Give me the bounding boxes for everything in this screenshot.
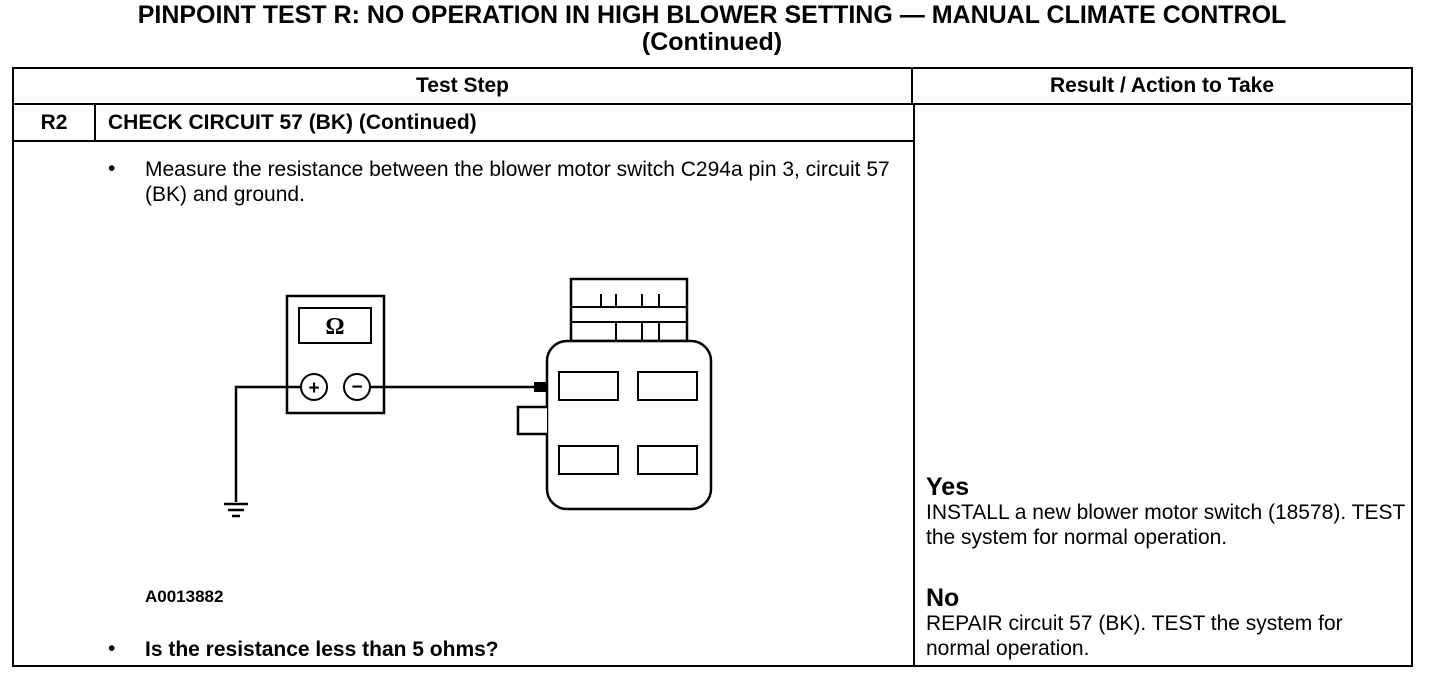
test-question: Is the resistance less than 5 ohms? (145, 638, 499, 661)
column-divider (913, 105, 915, 665)
header-result-action: Result / Action to Take (1049, 74, 1275, 97)
result-no-action: REPAIR circuit 57 (BK). TEST the system … (926, 612, 1343, 660)
result-yes-label: Yes (926, 473, 970, 501)
bullet-marker: • (108, 637, 116, 660)
header-test-step: Test Step (14, 69, 913, 103)
probe-tip (534, 382, 552, 392)
result-no: No REPAIR circuit 57 (BK). TEST the syst… (926, 585, 1406, 661)
step-title: CHECK CIRCUIT 57 (BK) (Continued) (108, 110, 477, 134)
plus-sign: + (308, 378, 319, 399)
step-id: R2 (14, 105, 96, 140)
connector-pin (558, 445, 619, 475)
ohmmeter-connection-diagram: Ω + − (224, 277, 713, 518)
minus-sign: − (351, 377, 362, 398)
page-title: PINPOINT TEST R: NO OPERATION IN HIGH BL… (0, 2, 1424, 56)
instruction-text: Measure the resistance between the blowe… (145, 158, 890, 206)
connector-pin-3 (558, 371, 619, 401)
connector-c294a (516, 277, 713, 511)
result-no-label: No (926, 584, 960, 612)
pinpoint-test-table: Test Step Result / Action to Take R2 CHE… (12, 67, 1413, 667)
connector-pin (637, 371, 698, 401)
ground-lead (224, 385, 301, 518)
figure-id: A0013882 (145, 587, 224, 606)
page-title-main: PINPOINT TEST R: NO OPERATION IN HIGH BL… (137, 1, 1287, 29)
table-header-row: Test Step Result / Action to Take (14, 69, 1411, 105)
result-yes-action: INSTALL a new blower motor switch (18578… (926, 501, 1405, 549)
connector-pin (637, 445, 698, 475)
bullet-marker: • (108, 157, 116, 180)
probe-lead (370, 382, 570, 392)
ohm-symbol: Ω (325, 314, 344, 340)
result-yes: Yes INSTALL a new blower motor switch (1… (926, 474, 1406, 550)
step-row: R2 CHECK CIRCUIT 57 (BK) (Continued) (14, 105, 913, 142)
page-title-continued: (Continued) (641, 28, 783, 56)
ohmmeter: Ω + − (285, 294, 386, 415)
